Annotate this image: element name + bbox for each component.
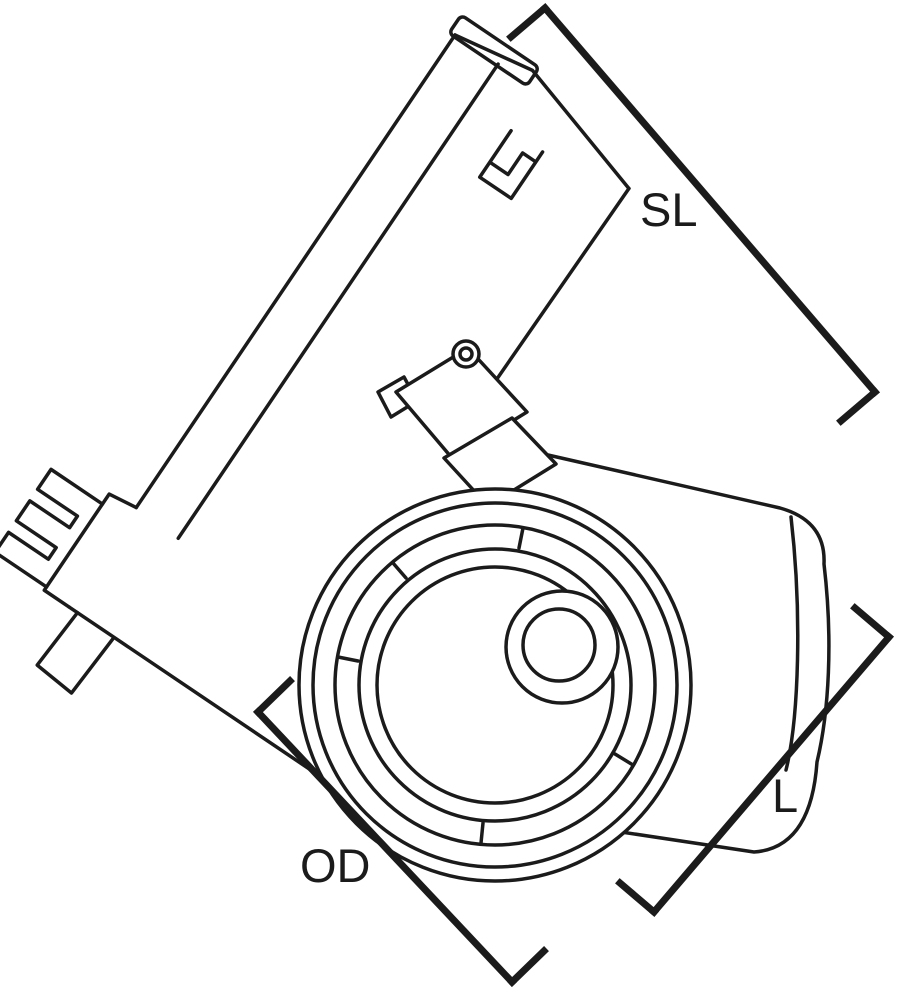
bezel-ring-3	[333, 523, 657, 847]
bezel-ring-2	[311, 501, 679, 869]
sl-dimension-line	[540, 3, 880, 397]
dimension-sl	[506, 3, 880, 426]
bezel-spoke	[479, 821, 485, 845]
dimension-l	[615, 603, 894, 917]
od-tick-end	[507, 946, 549, 987]
adapter-top-edge	[453, 33, 631, 191]
od-label: OD	[300, 839, 371, 892]
lamp-back-seam	[784, 515, 800, 772]
dimension-od	[253, 676, 549, 987]
l-label: L	[772, 769, 798, 822]
sl-tick-end	[836, 387, 880, 426]
adapter-lower-housing	[42, 492, 139, 609]
lens-aperture	[375, 565, 615, 805]
bezel-spoke	[391, 561, 408, 580]
bezel-spoke	[517, 526, 525, 550]
lamp-head	[297, 453, 831, 883]
pivot-screw	[451, 339, 481, 369]
l-dimension-line	[649, 632, 894, 917]
od-tick-start	[253, 676, 295, 717]
bezel-outer-ring	[297, 487, 693, 883]
sl-label: SL	[640, 183, 698, 236]
bezel-spokes	[336, 526, 635, 845]
lamp-body-outline	[546, 453, 831, 854]
l-tick-start	[850, 603, 894, 642]
bezel-ring-4	[357, 547, 633, 823]
led-lens	[521, 607, 597, 683]
adapter-contact-teeth	[0, 467, 105, 589]
bezel-spoke	[613, 752, 635, 767]
bezel-spoke	[336, 655, 360, 663]
adapter-clip-latch	[477, 128, 545, 201]
sl-tick-start	[506, 3, 550, 42]
adapter-left-edge	[134, 33, 457, 510]
od-dimension-line	[253, 707, 517, 987]
adapter-face-divider	[176, 62, 500, 541]
adapter-bottom-edge	[67, 605, 345, 794]
l-tick-end	[615, 878, 659, 917]
adapter-end-cap	[449, 15, 539, 86]
pivot-screw-inner	[458, 346, 474, 362]
adapter-foot-tab	[35, 610, 115, 695]
